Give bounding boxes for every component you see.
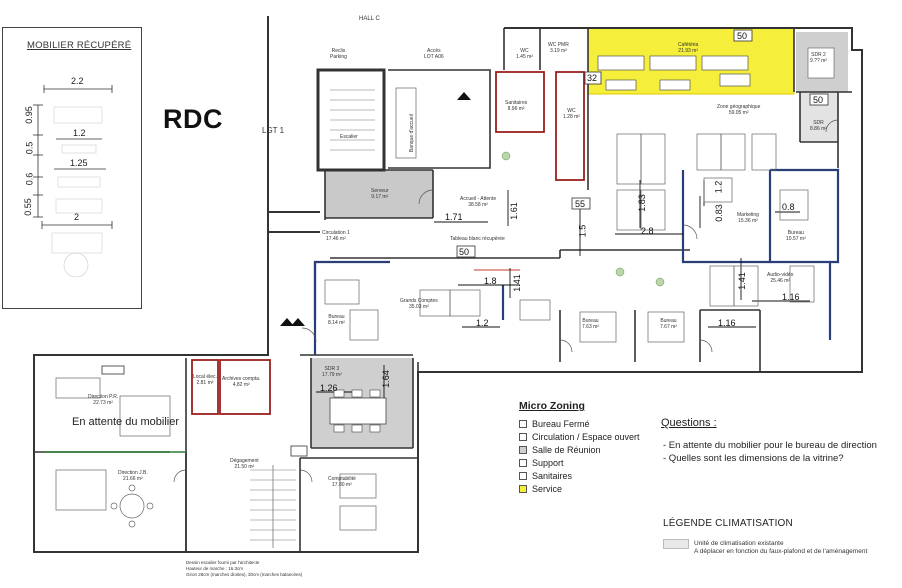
meas-1-8: 1.8 — [484, 276, 497, 286]
meas-1-5: 1.5 — [577, 224, 588, 238]
meas-1-16b: 1.16 — [718, 318, 736, 328]
mob-dim-0-55: 0.55 — [22, 198, 33, 216]
legend-item-salle-reunion: Salle de Réunion — [519, 445, 601, 455]
clim-unit-icon — [663, 539, 689, 549]
mobilier-panel — [2, 27, 142, 309]
questions-title: Questions : — [661, 417, 717, 429]
meas-32: 32 — [587, 73, 598, 83]
room-bureau-r: Bureau 10.57 m² — [786, 230, 806, 243]
meas-1-2b: 1.2 — [476, 318, 489, 328]
room-sdr3: SDR 3 17.79 m² — [322, 366, 342, 379]
meas-2-8: 2.8 — [641, 226, 654, 236]
note-attente-mobilier: En attente du mobilier — [72, 416, 180, 428]
mob-dim-2-2: 2.2 — [71, 76, 84, 86]
tableau-note: Tableau blanc récupérée — [450, 236, 505, 242]
meas-55: 55 — [575, 199, 586, 209]
meas-1-41b: 1.41 — [511, 274, 522, 292]
room-direction-pr: Direction P.R. 22.73 m² — [88, 394, 119, 407]
room-marketing: Marketing 15.36 m² — [737, 212, 759, 225]
room-degagement: Dégagement 21.50 m² — [230, 458, 259, 471]
room-cafeteria: Cafétéria 21.93 m² — [678, 42, 699, 55]
meas-1-16a: 1.16 — [782, 292, 800, 302]
room-circulation: Circulation 1 17.46 m² — [322, 230, 350, 243]
legend-item-support: Support — [519, 458, 564, 468]
room-sdr-small: SDR 8.86 m² — [810, 120, 827, 133]
legend-swatch — [519, 446, 527, 454]
hall-label: HALL C — [359, 16, 380, 22]
floor-title: RDC — [163, 104, 223, 134]
legend-label: Circulation / Espace ouvert — [532, 432, 640, 442]
mobilier-title: MOBILIER RÉCUPÉRÉ — [27, 40, 132, 51]
room-bureau-b: Bureau 7.63 m² — [582, 318, 599, 331]
legend-item-circulation: Circulation / Espace ouvert — [519, 432, 640, 442]
legend-label: Sanitaires — [532, 471, 573, 481]
mobilier-drawings — [33, 85, 113, 278]
legend-label: Support — [532, 458, 564, 468]
room-wc-pmr: WC PMR 3.19 m² — [548, 42, 569, 55]
legend-swatch — [519, 485, 527, 493]
room-audio: Audio-vidéo 25.46 m² — [767, 272, 794, 285]
room-sanitaires: Sanitaires 8.96 m² — [505, 100, 528, 113]
mob-dim-0-5: 0.5 — [24, 141, 35, 155]
room-accueil: Accueil - Attente 38.58 m² — [460, 196, 497, 209]
room-grands-comptes: Grands Comptes 35.03 m² — [400, 298, 438, 311]
room-archives: Archives compta. 4.82 m² — [222, 376, 261, 389]
meas-1-26: 1.26 — [320, 383, 338, 393]
legend-swatch — [519, 433, 527, 441]
legend-label: Bureau Fermé — [532, 419, 590, 429]
meas-50a: 50 — [737, 31, 748, 41]
question-line: - Quelles sont les dimensions de la vitr… — [663, 453, 844, 464]
legend-item-service: Service — [519, 484, 562, 494]
room-lgt: LGT 1 — [262, 126, 285, 135]
room-acces-lot: Accès LOT A06 — [424, 48, 444, 61]
climatisation-title: LÉGENDE CLIMATISATION — [663, 518, 793, 529]
legend-swatch — [519, 420, 527, 428]
legend-item-bureau-ferme: Bureau Fermé — [519, 419, 590, 429]
room-wc-2: WC 1.28 m² — [563, 108, 580, 121]
mob-dim-0-95: 0.95 — [23, 106, 34, 124]
room-local-elec: Local élec. 2.81 m² — [193, 374, 217, 387]
mob-dim-2: 2 — [74, 212, 80, 222]
room-comptabilite: Comptabilité 17.80 m² — [328, 476, 356, 489]
room-wc: WC 1.45 m² — [516, 48, 533, 61]
room-sdr2: SDR 2 9.?? m² — [810, 52, 827, 65]
question-line: - En attente du mobilier pour le bureau … — [663, 440, 877, 451]
legend-label: Service — [532, 484, 563, 494]
meas-1-2a: 1.2 — [713, 180, 724, 194]
room-bureau-c: Bureau 7.67 m² — [660, 318, 677, 331]
room-reclis-parking: Reclis Parking — [330, 48, 347, 61]
legend-title: Micro Zoning — [519, 400, 585, 412]
legend-swatch — [519, 472, 527, 480]
mob-dim-1-25: 1.25 — [70, 158, 88, 168]
room-serveur: Serveur 9.17 m² — [371, 188, 389, 201]
room-direction-jb: Direction J.B. 21.66 m² — [118, 470, 148, 483]
meas-1-83: 1.83 — [636, 194, 647, 212]
mob-dim-0-6: 0.6 — [24, 172, 35, 186]
room-escalier: Escalier — [340, 134, 358, 140]
meas-50b: 50 — [813, 95, 824, 105]
meas-1-64: 1.64 — [380, 370, 391, 388]
room-zone-geo: Zone géographique 59.05 m² — [717, 104, 761, 117]
legend-swatch — [519, 459, 527, 467]
meas-1-61: 1.61 — [508, 202, 519, 220]
meas-1-71: 1.71 — [445, 212, 463, 222]
clim-line: Unité de climatisation existante — [694, 540, 784, 547]
room-bureau-a: Bureau 8.14 m² — [328, 314, 345, 327]
meas-1-41a: 1.41 — [736, 272, 747, 290]
clim-line: A déplacer en fonction du faux-plafond e… — [694, 548, 868, 555]
mob-dim-1-2: 1.2 — [73, 128, 86, 138]
room-banque: Banque d'accueil — [408, 114, 415, 153]
server-zone — [325, 170, 433, 218]
meas-50c: 50 — [459, 247, 470, 257]
meas-0-83: 0.83 — [713, 204, 724, 222]
meas-0-8: 0.8 — [782, 202, 795, 212]
legend-item-sanitaires: Sanitaires — [519, 471, 572, 481]
stairs-note: Dessin escalier fourni par l'architecte … — [186, 560, 303, 578]
legend-label: Salle de Réunion — [532, 445, 601, 455]
